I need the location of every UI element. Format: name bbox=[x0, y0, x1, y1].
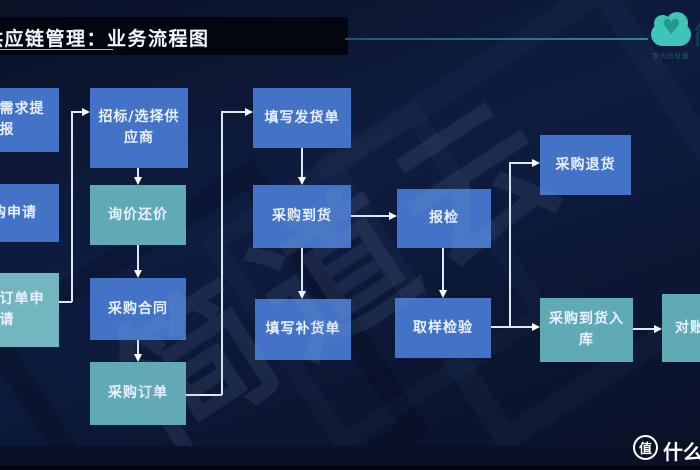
arrowhead-icon bbox=[654, 325, 662, 333]
node-label: 招标/选择供 应商 bbox=[98, 109, 180, 146]
connector-line bbox=[301, 248, 303, 292]
node-purchase-arrival: 采购到货 bbox=[253, 185, 351, 248]
node-label: 采购订单申 请 bbox=[0, 291, 45, 328]
node-label: 采购退货 bbox=[555, 156, 616, 173]
arrowhead-icon bbox=[134, 270, 142, 278]
footer-black-strip bbox=[0, 466, 700, 470]
smzdm-watermark-text: 什么 bbox=[663, 440, 700, 464]
node-fill-replenishment-note: 填写补货单 bbox=[255, 299, 351, 360]
connector-line bbox=[186, 394, 222, 396]
heart-icon: ♥ bbox=[662, 15, 681, 39]
node-label: 采购到货入 库 bbox=[549, 311, 624, 348]
node-label: 询价还价 bbox=[108, 206, 168, 223]
arrowhead-icon bbox=[532, 159, 540, 167]
node-label: 采购到货 bbox=[272, 208, 332, 224]
node-reconciliation: 对账 bbox=[662, 294, 700, 362]
node-purchase-return: 采购退货 bbox=[540, 135, 631, 195]
connector-line bbox=[632, 328, 655, 330]
node-inspection-report: 报检 bbox=[397, 189, 491, 248]
node-sampling-inspection: 取样检验 bbox=[395, 298, 491, 358]
node-purchase-contract: 采购合同 bbox=[90, 278, 186, 340]
connector-line bbox=[351, 215, 390, 217]
node-label: 采购合同 bbox=[108, 300, 168, 317]
node-demand-submission: 采购需求提 报 bbox=[0, 88, 59, 152]
node-inquiry-bargain: 询价还价 bbox=[90, 185, 186, 245]
connector-line bbox=[442, 248, 444, 291]
node-label: 对账 bbox=[675, 319, 700, 336]
arrowhead-icon bbox=[439, 290, 447, 298]
arrowhead-icon bbox=[134, 354, 142, 362]
connector-line bbox=[221, 111, 223, 395]
background-diagonal-shape bbox=[201, 101, 555, 455]
background-diagonal-shape bbox=[0, 157, 431, 470]
node-label: 填写补货单 bbox=[265, 321, 341, 337]
node-label: 填写发货单 bbox=[264, 109, 340, 126]
node-purchase-request: 采购申请 bbox=[0, 184, 59, 242]
cloud-icon bbox=[651, 12, 691, 46]
node-label: 报检 bbox=[429, 210, 459, 226]
arrowhead-icon bbox=[245, 108, 253, 116]
arrowhead-icon bbox=[532, 323, 540, 331]
node-purchase-order: 采购订单 bbox=[90, 362, 186, 425]
node-label: 取样检验 bbox=[413, 319, 473, 336]
arrowhead-icon bbox=[389, 212, 397, 220]
connector-line bbox=[509, 162, 511, 327]
connector-line bbox=[221, 111, 246, 113]
node-label: 采购订单 bbox=[108, 385, 168, 401]
node-order-request: 采购订单申 请 bbox=[0, 273, 59, 347]
jiandaoyun-logo: ♥ 简 零代码轻量 bbox=[646, 12, 700, 60]
arrowhead-icon bbox=[82, 108, 90, 116]
connector-line bbox=[509, 162, 533, 164]
brand-character: 简 bbox=[694, 16, 700, 52]
smzdm-badge-icon: 值 bbox=[633, 435, 658, 460]
brand-tagline: 零代码轻量 bbox=[652, 52, 690, 60]
connector-line bbox=[137, 340, 139, 355]
background-diagonal-shape bbox=[313, 0, 700, 455]
arrowhead-icon bbox=[298, 291, 306, 299]
node-bidding-select-supplier: 招标/选择供 应商 bbox=[90, 88, 188, 168]
node-fill-shipping-note: 填写发货单 bbox=[253, 88, 351, 148]
connector-line bbox=[58, 301, 72, 303]
connector-line bbox=[137, 168, 139, 178]
connector-line bbox=[491, 326, 510, 328]
node-label: 采购申请 bbox=[0, 204, 37, 221]
connector-line bbox=[71, 111, 83, 113]
page-title: 供应链管理：业务流程图 bbox=[0, 28, 210, 50]
connector-line bbox=[137, 245, 139, 271]
header-divider-line bbox=[345, 38, 648, 40]
arrowhead-icon bbox=[134, 177, 142, 185]
title-band: 供应链管理：业务流程图 bbox=[0, 17, 348, 55]
connector-line bbox=[71, 111, 73, 302]
connector-line bbox=[509, 326, 533, 328]
arrowhead-icon bbox=[298, 177, 306, 185]
node-arrival-warehousing: 采购到货入 库 bbox=[540, 298, 633, 362]
connector-line bbox=[301, 148, 303, 178]
node-label: 采购需求提 报 bbox=[0, 101, 45, 138]
title-underline bbox=[0, 49, 113, 50]
